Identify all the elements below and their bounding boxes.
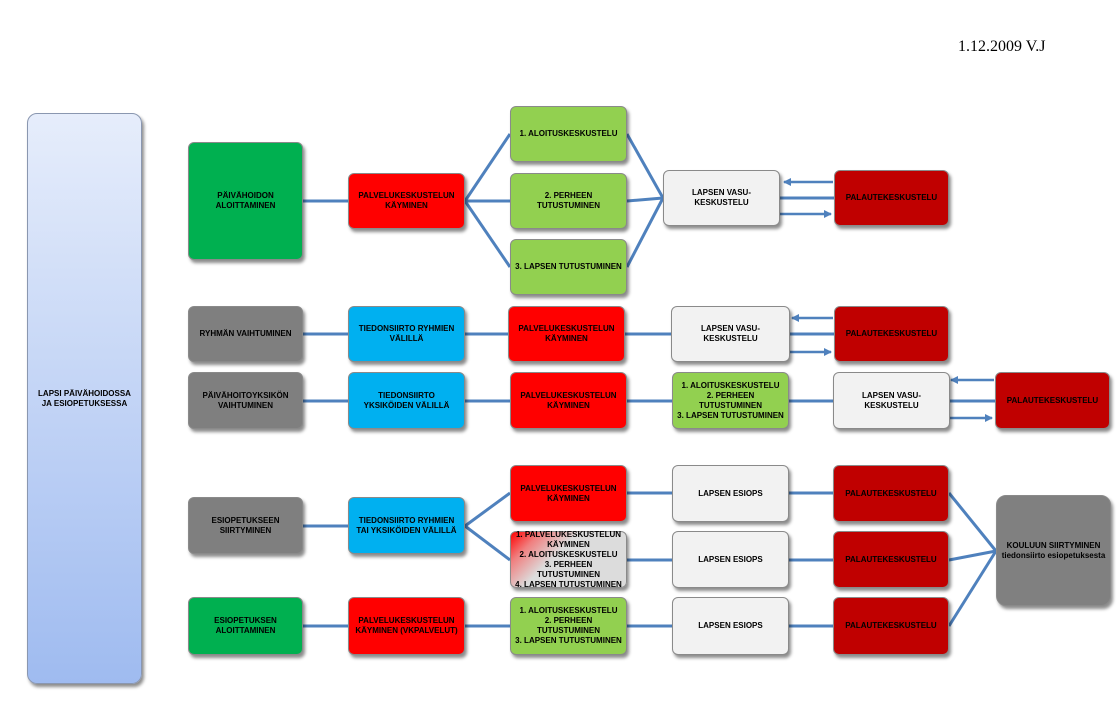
row4-feedback-b-label: PALAUTEKESKUSTELU [845,554,937,564]
row1-feedback-box: PALAUTEKESKUSTELU [834,170,949,226]
row4-feedback-b-box: PALAUTEKESKUSTELU [833,531,949,588]
school-transition-box: KOULUUN SIIRTYMINEN tiedonsiirto esiopet… [996,495,1111,606]
daycare-start-box: PÄIVÄHOIDON ALOITTAMINEN [188,142,303,260]
preschool-transition-box: ESIOPETUKSEEN SIIRTYMINEN [188,497,303,554]
row4-service-label: PALVELUKESKUSTELUN KÄYMINEN [520,483,617,503]
row2-transfer-label: TIEDONSIIRTO RYHMIEN VÄLILLÄ [358,324,455,343]
row2-feedback-box: PALAUTEKESKUSTELU [834,306,949,362]
row5-feedback-label: PALAUTEKESKUSTELU [845,621,937,630]
row1-step1-box: 1. ALOITUSKESKUSTELU [510,106,627,162]
row1-service-label: PALVELUKESKUSTELUN KÄYMINEN [358,191,455,210]
row1-vasu-box: LAPSEN VASU-KESKUSTELU [663,170,780,226]
row3-feedback-box: PALAUTEKESKUSTELU [995,372,1110,429]
row1-service-box: PALVELUKESKUSTELUN KÄYMINEN [348,173,465,229]
row4-feedback-a-box: PALAUTEKESKUSTELU [833,465,949,522]
row5-feedback-box: PALAUTEKESKUSTELU [833,597,949,655]
row2-transfer-box: TIEDONSIIRTO RYHMIEN VÄLILLÄ [348,306,465,362]
row4-transfer-label: TIEDONSIIRTO RYHMIEN TAI YKSIKÖIDEN VÄLI… [356,515,457,535]
row3-vasu-label: LAPSEN VASU-KESKUSTELU [862,390,921,410]
school-transition-label: KOULUUN SIIRTYMINEN tiedonsiirto esiopet… [1001,540,1106,560]
group-change-label: RYHMÄN VAIHTUMINEN [199,329,292,338]
row4-steps-label: 1. PALVELUKESKUSTELUN KÄYMINEN 2. ALOITU… [515,529,622,589]
child-in-daycare-box: LAPSI PÄIVÄHOIDOSSA JA ESIOPETUKSESSA [27,113,142,684]
row4-esiops-b-label: LAPSEN ESIOPS [698,554,763,564]
preschool-transition-label: ESIOPETUKSEEN SIIRTYMINEN [211,515,280,535]
row3-transfer-box: TIEDONSIIRTO YKSIKÖIDEN VÄLILLÄ [348,372,465,429]
row2-vasu-label: LAPSEN VASU-KESKUSTELU [701,324,760,343]
preschool-start-box: ESIOPETUKSEN ALOITTAMINEN [188,597,303,655]
unit-change-label: PÄIVÄHOITOYKSIKÖN VAIHTUMINEN [202,390,289,410]
row5-esiops-box: LAPSEN ESIOPS [672,597,789,655]
row2-service-box: PALVELUKESKUSTELUN KÄYMINEN [508,306,625,362]
row3-service-label: PALVELUKESKUSTELUN KÄYMINEN [520,390,617,410]
row4-esiops-a-label: LAPSEN ESIOPS [698,488,763,498]
unit-change-box: PÄIVÄHOITOYKSIKÖN VAIHTUMINEN [188,372,303,429]
row5-steps-box: 1. ALOITUSKESKUSTELU 2. PERHEEN TUTUSTUM… [510,597,627,655]
row3-vasu-box: LAPSEN VASU-KESKUSTELU [833,372,950,429]
row1-feedback-label: PALAUTEKESKUSTELU [845,193,938,202]
date-label: 1.12.2009 V.J [958,38,1046,55]
row2-feedback-label: PALAUTEKESKUSTELU [845,329,938,338]
row4-transfer-box: TIEDONSIIRTO RYHMIEN TAI YKSIKÖIDEN VÄLI… [348,497,465,554]
preschool-start-label: ESIOPETUKSEN ALOITTAMINEN [214,616,277,635]
row3-feedback-label: PALAUTEKESKUSTELU [1006,395,1099,405]
row3-steps-box: 1. ALOITUSKESKUSTELU 2. PERHEEN TUTUSTUM… [672,372,789,429]
row2-vasu-box: LAPSEN VASU-KESKUSTELU [671,306,790,362]
row5-esiops-label: LAPSEN ESIOPS [698,621,763,630]
row3-transfer-label: TIEDONSIIRTO YKSIKÖIDEN VÄLILLÄ [363,390,450,410]
daycare-start-label: PÄIVÄHOIDON ALOITTAMINEN [215,191,276,210]
row3-steps-label: 1. ALOITUSKESKUSTELU 2. PERHEEN TUTUSTUM… [677,380,784,420]
row4-steps-box: 1. PALVELUKESKUSTELUN KÄYMINEN 2. ALOITU… [510,529,627,589]
row1-step1-label: 1. ALOITUSKESKUSTELU [519,129,618,138]
row4-esiops-b-box: LAPSEN ESIOPS [672,531,789,588]
row3-service-box: PALVELUKESKUSTELUN KÄYMINEN [510,372,627,429]
row1-vasu-label: LAPSEN VASU-KESKUSTELU [692,188,751,207]
group-change-box: RYHMÄN VAIHTUMINEN [188,306,303,362]
row1-step2-box: 2. PERHEEN TUTUSTUMINEN [510,173,627,229]
row5-service-label: PALVELUKESKUSTELUN KÄYMINEN (VKPALVELUT) [355,616,458,635]
child-in-daycare-label: LAPSI PÄIVÄHOIDOSSA JA ESIOPETUKSESSA [38,388,131,408]
row4-service-box: PALVELUKESKUSTELUN KÄYMINEN [510,465,627,522]
row1-step3-box: 3. LAPSEN TUTUSTUMINEN [510,239,627,295]
row4-feedback-a-label: PALAUTEKESKUSTELU [845,488,937,498]
row5-steps-label: 1. ALOITUSKESKUSTELU 2. PERHEEN TUTUSTUM… [515,606,622,645]
row2-service-label: PALVELUKESKUSTELUN KÄYMINEN [518,324,615,343]
row1-step3-label: 3. LAPSEN TUTUSTUMINEN [515,262,622,271]
row5-service-box: PALVELUKESKUSTELUN KÄYMINEN (VKPALVELUT) [348,597,465,655]
row1-step2-label: 2. PERHEEN TUTUSTUMINEN [536,191,601,210]
row4-esiops-a-box: LAPSEN ESIOPS [672,465,789,522]
